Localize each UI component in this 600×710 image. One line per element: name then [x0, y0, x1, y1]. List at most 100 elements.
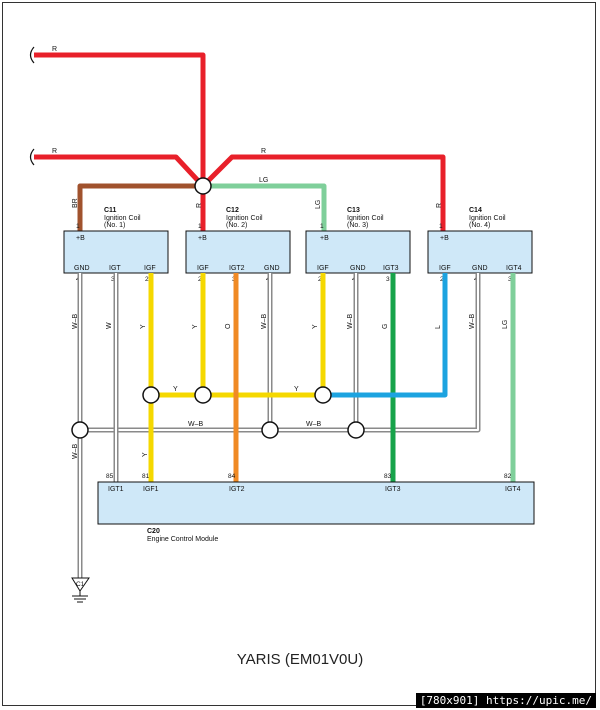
svg-text:(No. 2): (No. 2) [226, 222, 247, 229]
wire-label-r-right: R [261, 148, 266, 155]
coil-c13-box [305, 230, 411, 274]
vertical-wire-labels: W–B W Y Y O W–B Y W–B G L W–B LG Y W–B [72, 314, 509, 460]
ecm-pin-numbers: 85 81 84 83 82 [106, 473, 512, 480]
svg-text:3: 3 [508, 276, 512, 283]
svg-text:W: W [106, 322, 113, 329]
coil-pin-labels: GND IGT IGF IGF IGT2 GND IGF GND IGT3 IG… [74, 265, 522, 272]
wire-label-br: BR [72, 198, 79, 208]
ecm-id: C20 [147, 528, 160, 535]
c11-plus-b: +B [76, 235, 85, 242]
svg-text:LG: LG [502, 320, 509, 329]
splice-gnd-c13 [347, 421, 365, 439]
svg-text:IGF1: IGF1 [143, 486, 159, 493]
lightgreen-wire-to-c13 [203, 183, 327, 231]
svg-text:(No. 4): (No. 4) [469, 222, 490, 229]
svg-text:Ignition Coil: Ignition Coil [226, 215, 263, 222]
ecm-name: Engine Control Module [147, 536, 218, 543]
svg-text:2: 2 [318, 276, 322, 283]
svg-text:C12: C12 [226, 207, 239, 214]
svg-text:Ignition Coil: Ignition Coil [104, 215, 141, 222]
wire-label-r-upper: R [52, 46, 57, 53]
svg-text:W–B: W–B [72, 444, 79, 460]
c13-pin-top: 1 [320, 223, 324, 230]
svg-text:Y: Y [312, 324, 319, 329]
svg-text:83: 83 [384, 473, 392, 480]
svg-text:IGT1: IGT1 [108, 486, 124, 493]
svg-text:IGT4: IGT4 [505, 486, 521, 493]
wire-label-r-c14: R [436, 203, 443, 208]
coil-boxes [63, 230, 533, 274]
svg-text:2: 2 [440, 276, 444, 283]
splice-gnd-c12 [261, 421, 279, 439]
red-wire-upper [34, 52, 206, 186]
coil-c11-title: C11 Ignition Coil (No. 1) [104, 207, 141, 229]
svg-text:W–B: W–B [347, 314, 354, 330]
svg-text:IGT3: IGT3 [385, 486, 401, 493]
c11-pin-top: 1 [76, 223, 80, 230]
diagram-caption: YARIS (EM01V0U) [236, 651, 364, 668]
svg-text:81: 81 [142, 473, 150, 480]
ground-id: C1 [76, 581, 85, 588]
coil-c12-box [185, 230, 291, 274]
svg-text:2: 2 [198, 276, 202, 283]
svg-text:IGT2: IGT2 [229, 486, 245, 493]
svg-text:L: L [435, 325, 442, 329]
svg-text:GND: GND [350, 265, 366, 272]
svg-text:82: 82 [504, 473, 512, 480]
svg-text:3: 3 [111, 276, 115, 283]
svg-text:Y: Y [140, 324, 147, 329]
c13-plus-b: +B [320, 235, 329, 242]
svg-text:GND: GND [74, 265, 90, 272]
wire-label-lg-c13: LG [315, 200, 322, 209]
yellow-igf-wires [148, 273, 326, 482]
svg-text:O: O [225, 323, 232, 329]
svg-text:C14: C14 [469, 207, 482, 214]
power-splice-junction [194, 177, 212, 195]
splice-junctions [71, 386, 365, 439]
svg-text:IGT3: IGT3 [383, 265, 399, 272]
coil-c12-title: C12 Ignition Coil (No. 2) [226, 207, 263, 229]
c12-plus-b: +B [198, 235, 207, 242]
wire-label-y-horizontal-right: Y [294, 386, 299, 393]
brown-wire-to-c11 [77, 183, 203, 231]
svg-text:85: 85 [106, 473, 114, 480]
ecm-pin-labels: IGT1 IGF1 IGT2 IGT3 IGT4 [108, 486, 521, 493]
svg-text:IGF: IGF [144, 265, 156, 272]
svg-text:GND: GND [472, 265, 488, 272]
wire-label-lg-top: LG [259, 177, 268, 184]
ground-symbol-icon [71, 577, 90, 603]
svg-text:W–B: W–B [469, 314, 476, 330]
splice-igf-c11 [142, 386, 160, 404]
red-power-wires [34, 52, 446, 231]
ecm-box [97, 481, 535, 525]
coil-c11-box [63, 230, 169, 274]
wire-label-wb-horizontal-left: W–B [188, 421, 204, 428]
watermark: [780x901] https://upic.me/ [415, 693, 596, 708]
svg-text:C11: C11 [104, 207, 117, 214]
svg-text:G: G [382, 324, 389, 329]
svg-text:Ignition Coil: Ignition Coil [469, 215, 506, 222]
c12-pin-top: 1 [198, 223, 202, 230]
blue-wire-igf-c14 [323, 273, 448, 398]
svg-text:IGF: IGF [197, 265, 209, 272]
splice-gnd-c11 [71, 421, 89, 439]
svg-text:IGF: IGF [317, 265, 329, 272]
wire-break-mark-upper [29, 46, 35, 64]
wire-label-wb-horizontal-right: W–B [306, 421, 322, 428]
svg-text:IGT4: IGT4 [506, 265, 522, 272]
red-wire-lower [34, 154, 205, 188]
wire-label-r-lower: R [52, 148, 57, 155]
wire-break-mark-lower [29, 148, 35, 166]
svg-text:W–B: W–B [72, 314, 79, 330]
svg-text:IGF: IGF [439, 265, 451, 272]
svg-text:3: 3 [386, 276, 390, 283]
c14-pin-top: 1 [439, 223, 443, 230]
svg-text:W–B: W–B [261, 314, 268, 330]
svg-text:(No. 3): (No. 3) [347, 222, 368, 229]
svg-text:Y: Y [142, 452, 149, 457]
svg-text:84: 84 [228, 473, 236, 480]
svg-text:IGT2: IGT2 [229, 265, 245, 272]
splice-igf-c13 [314, 386, 332, 404]
